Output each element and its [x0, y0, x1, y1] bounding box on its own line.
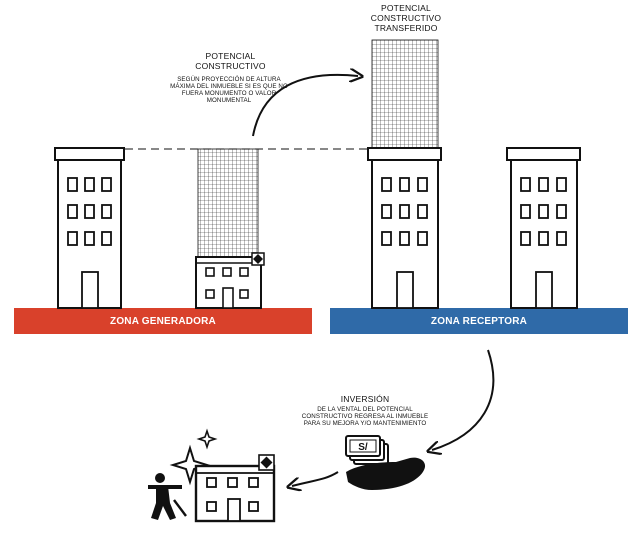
money-symbol: S/	[358, 442, 368, 453]
arrow-icon	[432, 349, 495, 450]
inversion-description: DE LA VENTAL DEL POTENCIAL CONSTRUCTIVO …	[301, 406, 429, 428]
zona-receptora-label: ZONA RECEPTORA	[430, 316, 528, 327]
building-icon	[195, 252, 265, 309]
zona-generadora-band	[14, 308, 312, 334]
building-icon	[506, 147, 581, 309]
arrow-icon	[252, 75, 358, 137]
inversion-title: INVERSIÓN	[340, 394, 390, 404]
building-icon	[367, 147, 442, 309]
zona-generadora-label: ZONA GENERADORA	[110, 316, 216, 327]
transferido-title: POTENCIAL CONSTRUCTIVO TRANSFERIDO	[370, 3, 442, 33]
money-hand-icon: S/	[345, 435, 426, 490]
building-icon	[194, 454, 276, 523]
arrow-icon	[292, 471, 339, 486]
zona-receptora-band	[330, 308, 628, 334]
sparkle-icon	[169, 428, 218, 486]
building-icon	[54, 147, 125, 309]
potencial-description: SEGÚN PROYECCIÓN DE ALTURA MÁXIMA DEL IN…	[170, 76, 288, 105]
potencial-title: POTENCIAL CONSTRUCTIVO	[195, 51, 266, 71]
grid-volume-icon	[371, 39, 439, 149]
worker-icon	[148, 473, 187, 520]
grid-volume-icon	[197, 148, 259, 258]
